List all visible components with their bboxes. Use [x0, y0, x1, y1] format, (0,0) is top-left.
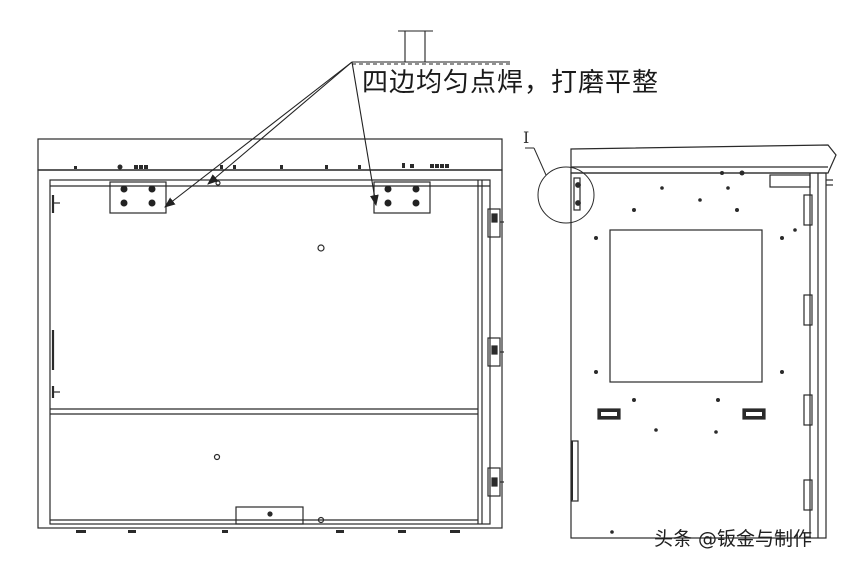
- side-view: [525, 144, 837, 539]
- right-bracket: [373, 181, 431, 214]
- hinges: [487, 208, 504, 497]
- detail-leader: [533, 147, 547, 176]
- left-bracket: [109, 181, 167, 214]
- side-window: [609, 229, 763, 383]
- annotation-leaders: [164, 30, 510, 208]
- section-label: I: [523, 128, 530, 147]
- weld-note: 四边均匀点焊，打磨平整: [362, 68, 660, 98]
- watermark: 头条 @钣金与制作: [654, 528, 813, 550]
- front-view: [37, 138, 504, 533]
- front-cabinet-body: [37, 169, 503, 529]
- detail-circle: [537, 166, 595, 224]
- side-roof: [570, 144, 837, 174]
- side-cabinet-body: [570, 172, 827, 539]
- lid-marks: [74, 163, 449, 170]
- bottom-tab: [235, 506, 304, 525]
